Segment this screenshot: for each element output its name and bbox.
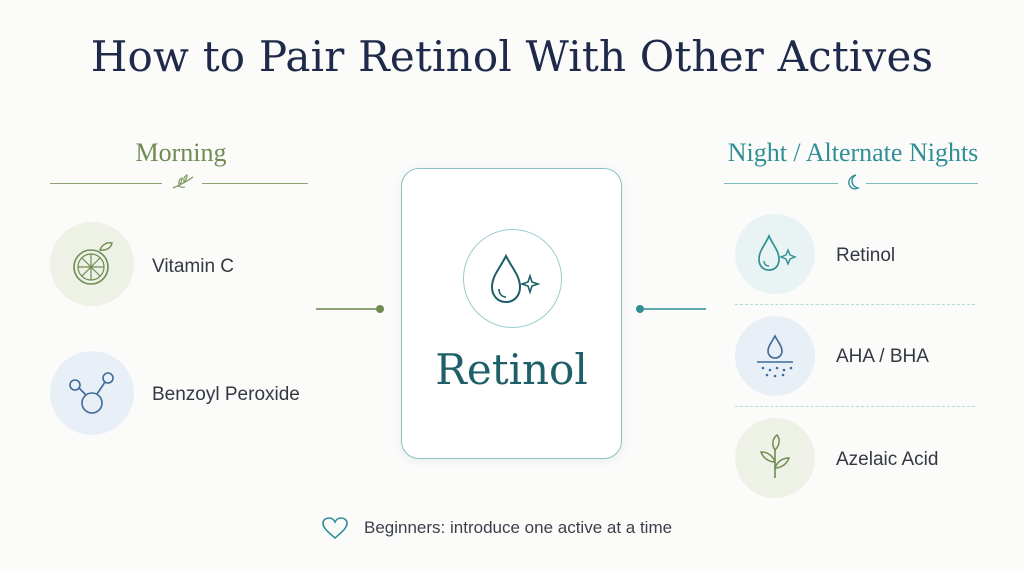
night-connector-dot	[636, 305, 644, 313]
center-label: Retinol	[435, 345, 588, 394]
aha-bha-icon-badge	[735, 316, 815, 396]
retinol-center-card: Retinol	[401, 168, 622, 459]
aha-bha-label: AHA / BHA	[836, 346, 929, 367]
molecule-icon	[69, 372, 114, 414]
night-separator-2	[735, 406, 975, 407]
night-heading: Night / Alternate Nights	[727, 138, 979, 167]
night-separator-1	[735, 304, 975, 305]
crescent-moon-icon	[848, 174, 861, 190]
morning-rule-left	[50, 183, 162, 184]
heart-icon	[322, 517, 348, 540]
retinol-night-label: Retinol	[836, 245, 896, 266]
benzoyl-peroxide-icon-badge	[50, 351, 134, 435]
morning-rule-right	[202, 183, 308, 184]
night-rule-right	[866, 183, 978, 184]
sprig-icon	[172, 174, 194, 189]
retinol-icon-badge	[735, 214, 815, 294]
footer-note: Beginners: introduce one active at a tim…	[320, 512, 672, 544]
morning-connector-dot	[376, 305, 384, 313]
vitamin-c-icon-badge	[50, 222, 134, 306]
morning-heading: Morning	[135, 138, 227, 167]
benzoyl-peroxide-label: Benzoyl Peroxide	[152, 384, 300, 405]
azelaic-acid-icon-badge	[735, 418, 815, 498]
morning-connector	[316, 308, 380, 310]
leaf-sprout-icon	[759, 433, 791, 478]
footer-text: Beginners: introduce one active at a tim…	[364, 518, 673, 537]
azelaic-acid-label: Azelaic Acid	[836, 449, 939, 470]
droplet-sparkle-icon	[758, 233, 797, 271]
citrus-slice-icon	[73, 242, 113, 285]
exfoliant-drop-icon	[757, 334, 793, 378]
night-rule-left	[724, 183, 838, 184]
vitamin-c-label: Vitamin C	[152, 256, 235, 277]
night-connector	[642, 308, 706, 310]
page-title: How to Pair Retinol With Other Actives	[90, 32, 934, 81]
center-icon-ring	[463, 229, 562, 328]
droplet-sparkle-icon	[490, 253, 541, 303]
